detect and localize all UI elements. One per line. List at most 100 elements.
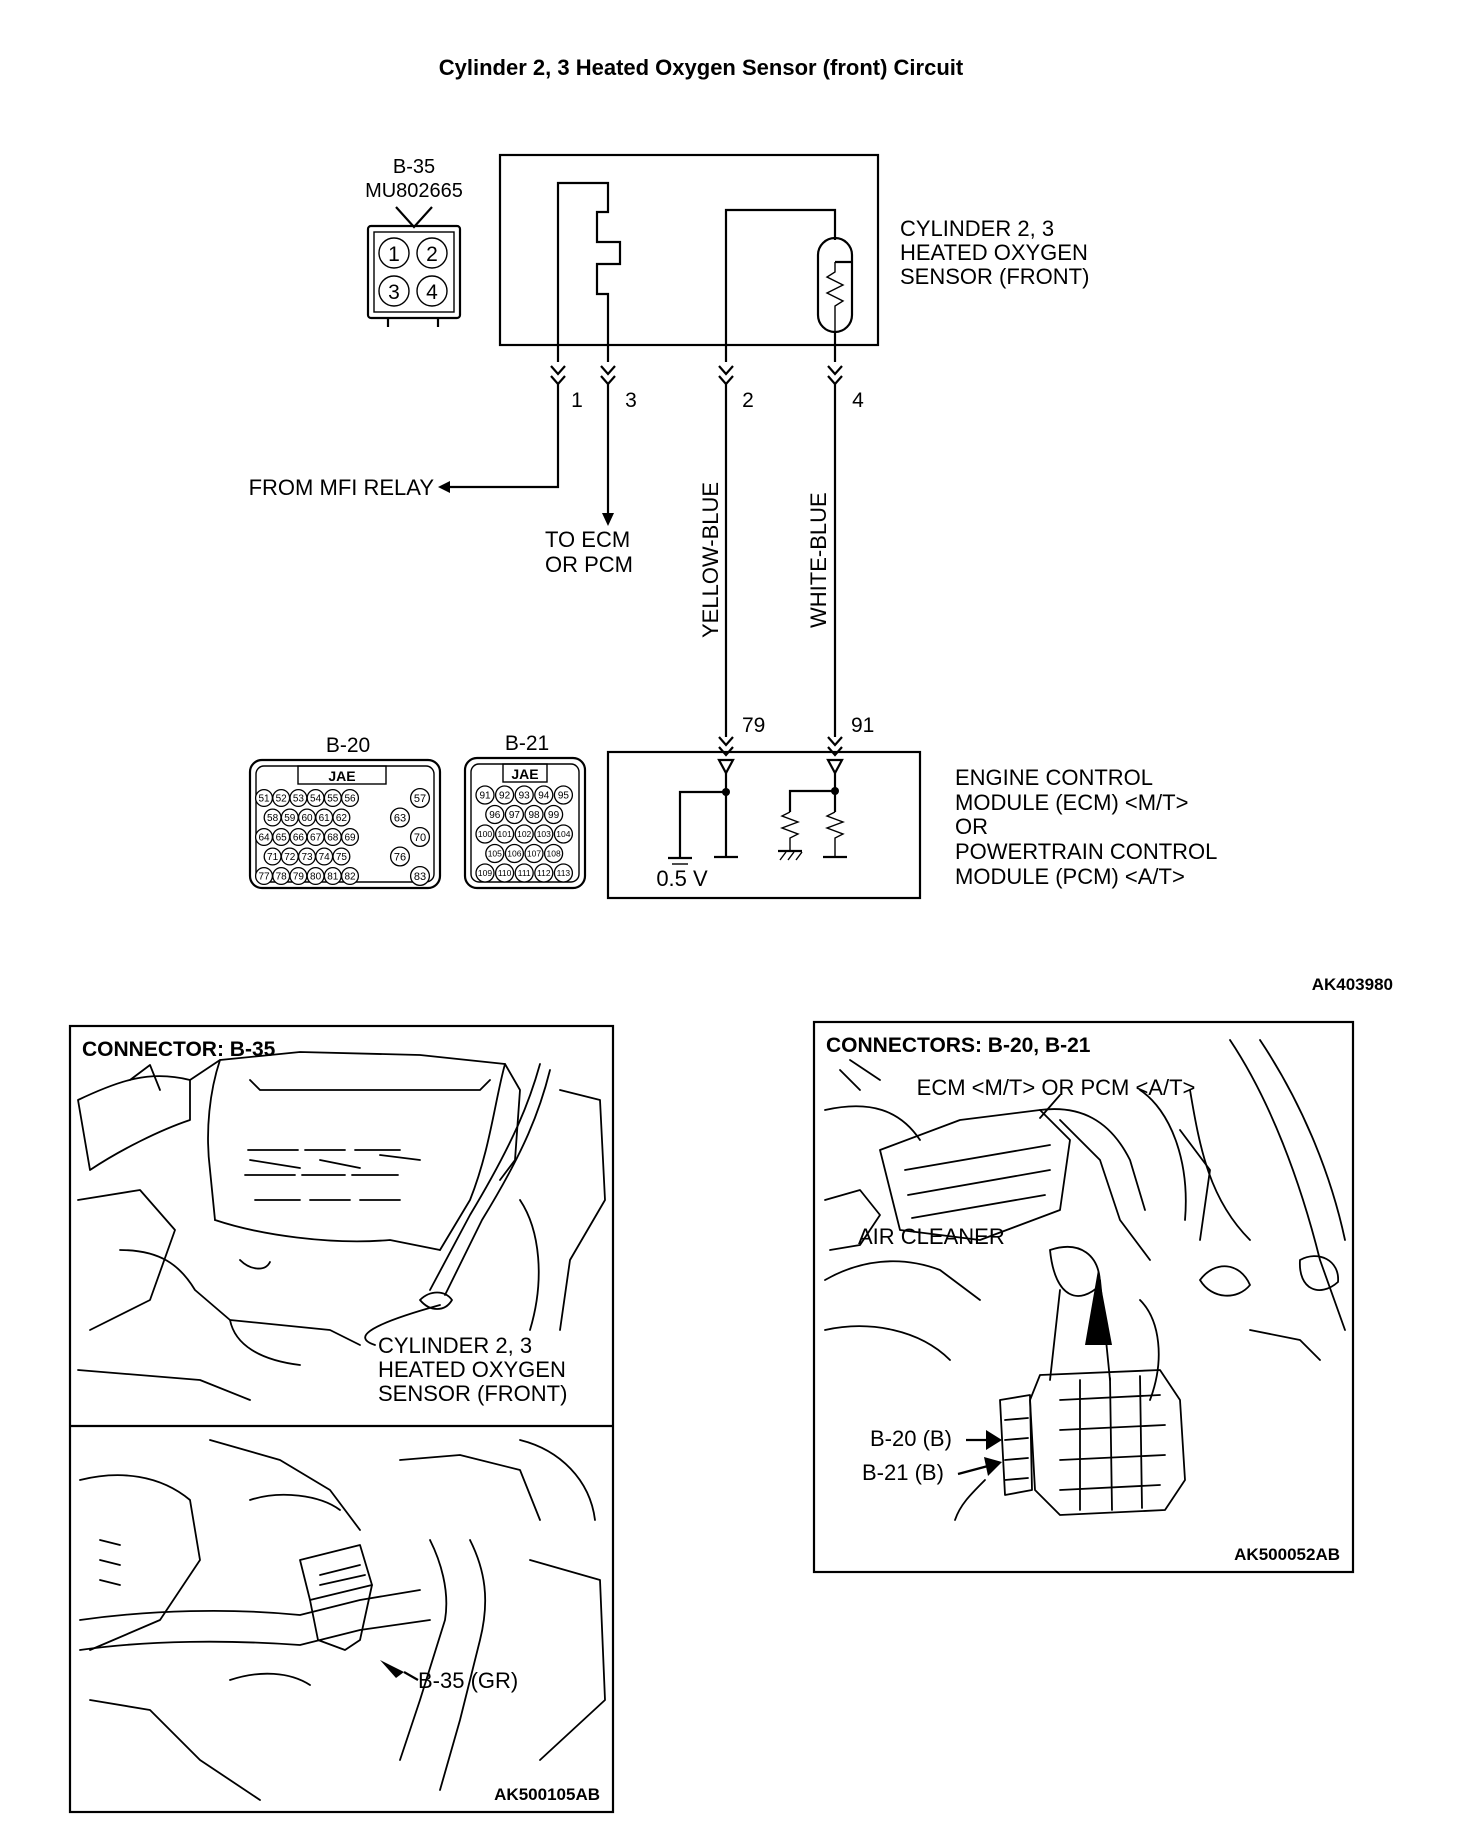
b20-id: B-20 (326, 734, 370, 757)
b21-pin-101-circle (494, 824, 515, 844)
panel-right-ecm-label: ECM <M/T> OR PCM <A/T> (917, 1075, 1196, 1100)
b20-pin-51: 51 (258, 794, 270, 805)
panel-left-heading: CONNECTOR: B-35 (82, 1038, 276, 1061)
b21-pin-108-circle (543, 843, 564, 864)
to-ecm-line-1: TO ECM (545, 527, 630, 552)
b21-pin-102-circle (514, 824, 534, 844)
sensor-label: CYLINDER 2, 3 HEATED OXYGEN SENSOR (FRON… (900, 216, 1089, 289)
b20-pin-75: 75 (336, 852, 348, 863)
from-mfi-relay-label: FROM MFI RELAY (249, 475, 435, 500)
b21-pin-103-circle (534, 824, 554, 844)
ecm-label-line-5: MODULE (PCM) <A/T> (955, 864, 1185, 889)
b21-pin-105-circle (485, 843, 505, 864)
b20-pin-83: 83 (414, 871, 426, 883)
b20-pin-62-circle (332, 808, 351, 827)
heater-element-icon (556, 181, 622, 362)
panel-connectors-b20-b21: CONNECTORS: B-20, B-21 (812, 1020, 1355, 1574)
b20-pin-67: 67 (310, 833, 322, 844)
ecm-pin-79: 79 (742, 714, 765, 737)
b21-pin-111: 111 (518, 868, 531, 878)
b20-brand: JAE (328, 768, 355, 784)
b20-pin-60: 60 (301, 813, 313, 824)
b20-pin-59: 59 (284, 813, 296, 824)
b20-pin-76-circle (389, 846, 411, 867)
b21-pin-92: 92 (499, 791, 511, 802)
wire-from-mfi-relay (447, 384, 560, 489)
b20-pin-68: 68 (327, 833, 339, 844)
terminal-3: 3 (625, 389, 637, 412)
b20-pin-82: 82 (344, 872, 356, 883)
oxygen-sensor-box (498, 153, 880, 362)
b21-pin-91: 91 (479, 791, 491, 802)
b20-pin-61: 61 (319, 813, 331, 824)
b21-pin-100-circle (475, 824, 495, 844)
b21-id: B-21 (505, 732, 549, 755)
page-title: Cylinder 2, 3 Heated Oxygen Sensor (fron… (439, 55, 964, 80)
ecm-pin-91: 91 (851, 714, 874, 737)
panel-right-pointer-b20: B-20 (B) (870, 1426, 952, 1451)
b20-pin-69: 69 (344, 833, 356, 844)
to-ecm-line-2: OR PCM (545, 552, 633, 577)
b20-pin-75-circle (332, 847, 351, 866)
b21-pin-92-circle (494, 785, 515, 805)
b20-pin-64: 64 (258, 833, 270, 844)
panel-right-code: AK500052AB (1234, 1545, 1340, 1564)
ecm-label-line-4: POWERTRAIN CONTROL (955, 839, 1217, 864)
b21-pin-106-circle (504, 843, 525, 864)
terminal-1: 1 (571, 389, 583, 412)
b21-pin-109: 109 (478, 868, 492, 878)
b20-pin-57-circle (409, 787, 431, 809)
b20-pin-69-circle (340, 827, 360, 847)
b21-pin-94: 94 (538, 791, 550, 802)
b21-pin-111-circle (514, 863, 534, 883)
panel-left-callout-line-1: CYLINDER 2, 3 (378, 1333, 532, 1358)
b20-pin-62: 62 (336, 813, 348, 824)
b20-pin-58: 58 (267, 813, 279, 824)
b20-pin-72: 72 (284, 852, 296, 863)
b21-pin-113: 113 (557, 868, 571, 878)
b20-pin-66: 66 (293, 833, 305, 844)
b20-pin-73: 73 (301, 852, 313, 863)
b21-pin-104: 104 (556, 829, 570, 839)
b21-pin-101: 101 (498, 829, 512, 839)
b21-pin-112-circle (534, 863, 554, 883)
b20-pin-77: 77 (258, 872, 270, 883)
b21-pin-94-circle (534, 785, 554, 805)
panel-right-pointer-b21: B-21 (B) (862, 1460, 944, 1485)
b20-pin-76: 76 (394, 851, 406, 863)
b20-pin-57: 57 (414, 793, 426, 805)
b21-pin-110-circle (494, 863, 515, 883)
b20-pin-52: 52 (276, 794, 288, 805)
b21-pin-109-circle (475, 863, 495, 883)
b21-pin-98: 98 (528, 810, 540, 821)
b21-pin-96-circle (485, 804, 505, 825)
b20-pin-82-circle (340, 866, 360, 886)
panel-left-pointer: B-35 (GR) (418, 1668, 518, 1693)
b21-pin-99-circle (543, 804, 564, 825)
b20-pin-53: 53 (293, 794, 305, 805)
b20-pin-63-circle (389, 807, 411, 828)
b21-brand: JAE (511, 766, 538, 782)
connector-latch-icon (395, 206, 433, 229)
ecm-label: ENGINE CONTROL MODULE (ECM) <M/T> OR POW… (955, 765, 1217, 889)
sensor-label-line-1: CYLINDER 2, 3 (900, 216, 1054, 241)
panel-left-callout-line-3: SENSOR (FRONT) (378, 1381, 567, 1406)
b21-pin-93: 93 (519, 791, 531, 802)
b20-pin-70: 70 (414, 832, 426, 844)
wire-color-white-blue: WHITE-BLUE (806, 492, 831, 628)
b20-pin-83-circle (409, 865, 431, 887)
b21-pin-105: 105 (488, 849, 502, 859)
b21-pin-93-circle (514, 785, 534, 805)
b21-pin-100: 100 (478, 829, 492, 839)
b20-pin-63: 63 (394, 812, 406, 824)
b35-pin-2: 2 (426, 243, 438, 266)
b21-pin-99: 99 (548, 810, 560, 821)
b20-pin-65: 65 (276, 833, 288, 844)
panel-right-air-cleaner: AIR CLEANER (858, 1224, 1005, 1249)
sensor-connector-b35: B-35 MU802665 1 2 3 4 (365, 156, 463, 327)
b20-pin-70-circle (409, 826, 431, 848)
